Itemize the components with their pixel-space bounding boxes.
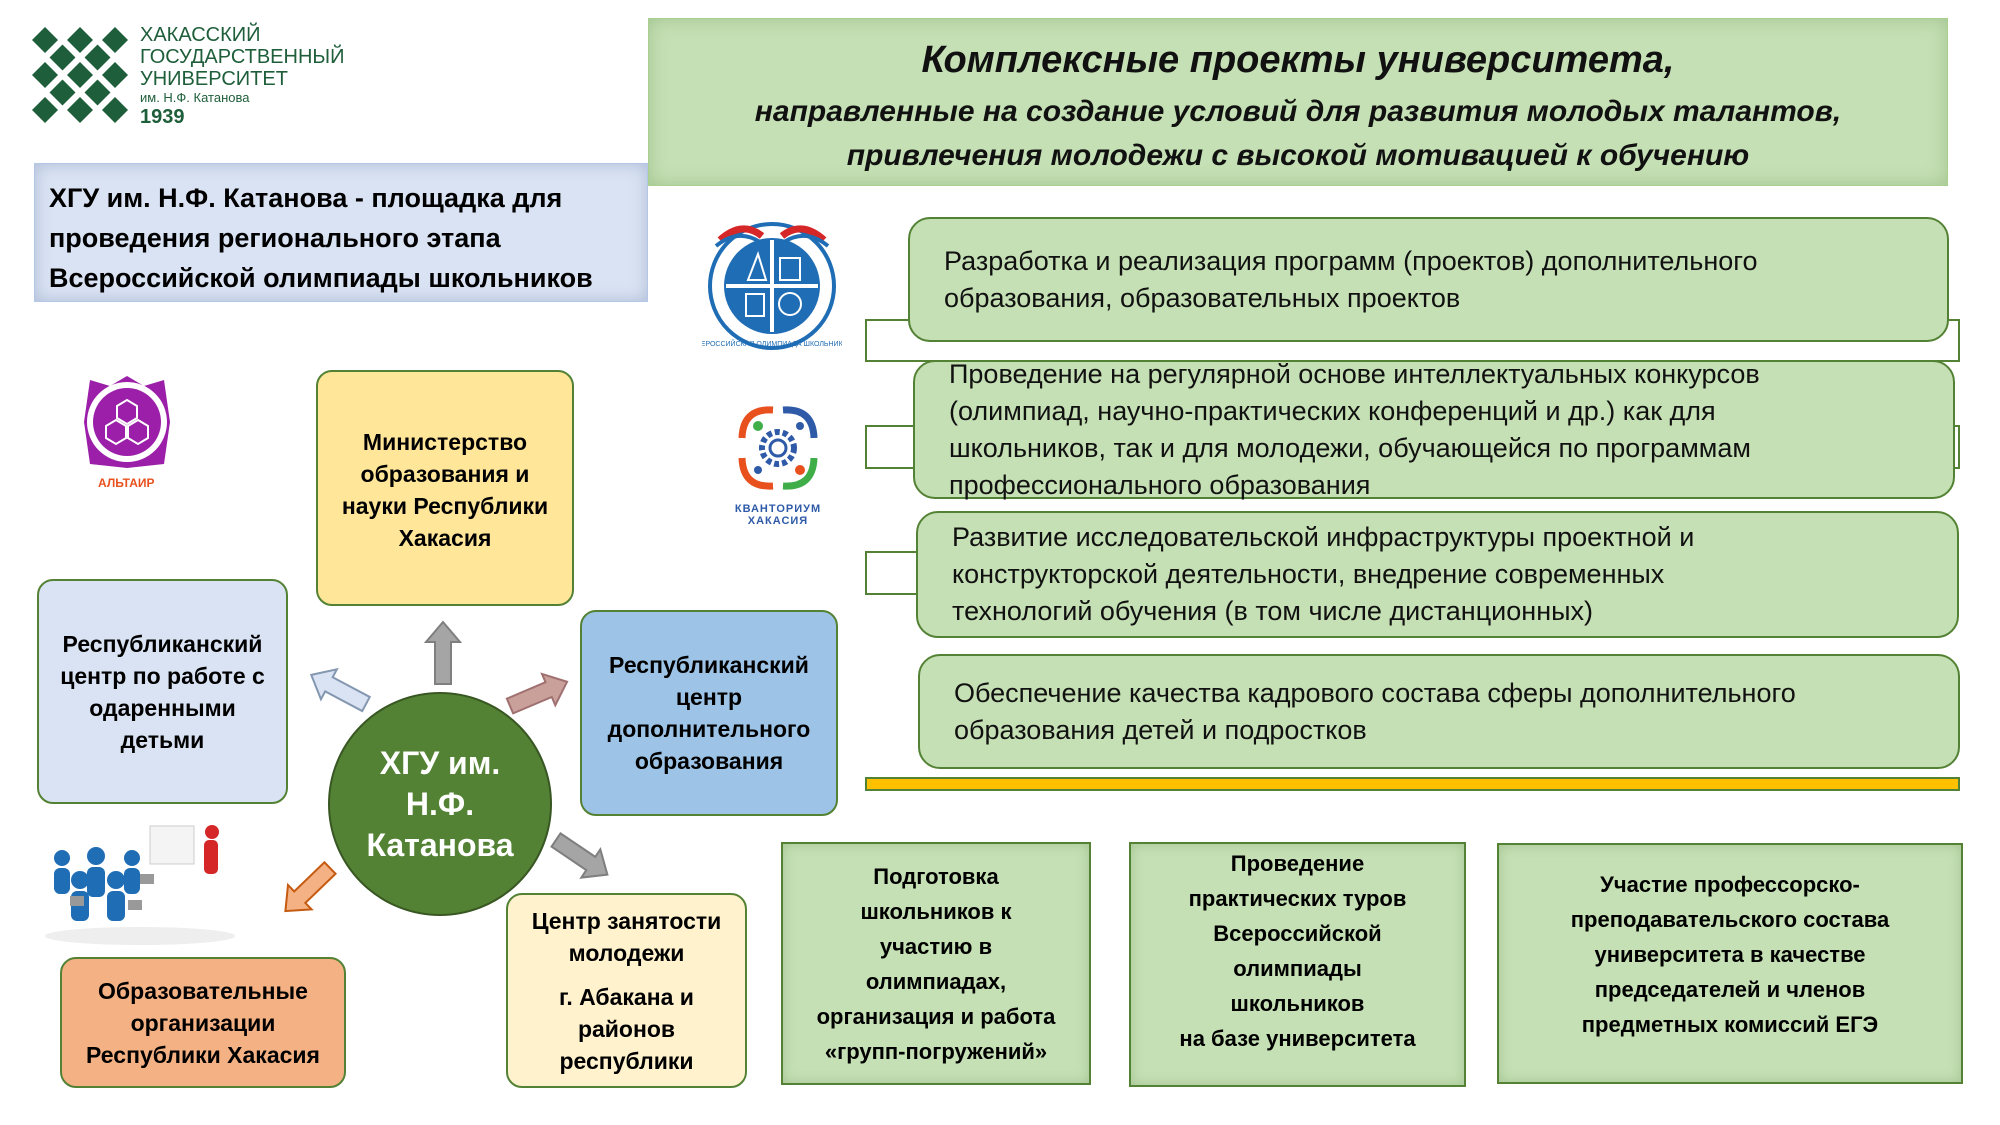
connector-bracket (865, 551, 925, 595)
project-text: образования, образовательных проектов (944, 282, 1461, 313)
olympiad-logo: ВСЕРОССИЙСКАЯ ОЛИМПИАДА ШКОЛЬНИКОВ (691, 210, 853, 352)
hub-text: Н.Ф. (405, 785, 475, 822)
additional-center-text: образования (634, 748, 784, 774)
project-text: Разработка и реализация программ (проект… (944, 245, 1758, 276)
arrow-up-icon (425, 621, 461, 685)
ministry-text: Хакасия (398, 525, 492, 551)
employment-center-text: республики (559, 1047, 694, 1074)
arrow-down-left-icon (272, 854, 343, 925)
gifted-center-text: одаренными (89, 694, 236, 721)
arrow-up-right-icon (502, 665, 575, 723)
title-subtitle: направленные на создание условий для раз… (649, 90, 1947, 178)
title-subtitle-line: привлечения молодежи с высокой мотивацие… (846, 139, 1750, 172)
project-text: технологий обучения (в том числе дистанц… (952, 596, 1593, 626)
project-item: Проведение на регулярной основе интеллек… (913, 359, 1955, 500)
project-item: Разработка и реализация программ (проект… (908, 217, 1949, 342)
activity-text: Участие профессорско- (1600, 872, 1860, 897)
edu-orgs-text: Республики Хакасия (86, 1041, 320, 1068)
kvantorium-emblem-icon (738, 406, 818, 490)
activity-text: Подготовка (873, 863, 999, 889)
employment-center-text: г. Абакана и (559, 983, 694, 1010)
project-text: профессионального образования (949, 469, 1371, 500)
altair-logo: АЛЬТАИР (70, 372, 185, 494)
project-text: школьников, так и для молодежи, обучающе… (949, 432, 1751, 463)
project-text: (олимпиад, научно-практических конференц… (949, 395, 1716, 426)
hub-text: Катанова (366, 826, 514, 863)
gifted-center-text: центр по работе с (60, 662, 265, 689)
ministry-text: науки Республики (341, 493, 549, 519)
activity-text: на базе университета (1179, 1026, 1416, 1051)
activity-text: олимпиадах, (865, 968, 1007, 994)
olympiad-emblem-icon: ВСЕРОССИЙСКАЯ ОЛИМПИАДА ШКОЛЬНИКОВ (691, 222, 853, 350)
activity-text: «групп-погружений» (824, 1038, 1048, 1064)
activity-text: преподавательского состава (1570, 907, 1890, 932)
title-main: Комплексные проекты университета, (921, 39, 1675, 81)
olympiad-site-box: ХГУ им. Н.Ф. Катанова - площадка для про… (34, 163, 648, 302)
altair-emblem-icon (84, 376, 170, 468)
edu-orgs-text: организации (130, 1009, 276, 1036)
employment-center-text: молодежи (568, 939, 685, 966)
additional-center-text: центр (675, 684, 743, 710)
project-text: Обеспечение качества кадрового состава с… (954, 677, 1796, 708)
additional-center-text: дополнительного (607, 716, 811, 742)
altair-label: АЛЬТАИР (98, 476, 155, 490)
title-subtitle-line: направленные на создание условий для раз… (754, 95, 1842, 128)
yellow-divider-bar (865, 777, 1960, 791)
diamond-grid-logo-icon (32, 27, 128, 123)
edu-orgs-text: Образовательные (98, 977, 308, 1004)
site-box-line: ХГУ им. Н.Ф. Катанова - площадка для (49, 183, 563, 213)
activity-text: предметных комиссий ЕГЭ (1581, 1012, 1879, 1037)
site-box-line: проведения регионального этапа (49, 223, 501, 253)
project-text: Развитие исследовательской инфраструктур… (952, 522, 1695, 552)
site-box-line: Всероссийской олимпиады школьников (49, 263, 593, 293)
activity-text: школьников к (860, 898, 1012, 924)
activity-text: Проведение (1230, 851, 1365, 876)
title-banner: Комплексные проекты университета, направ… (648, 18, 1948, 186)
logo-line: ХАКАССКИЙ (140, 24, 261, 46)
activity-text: организация и работа (816, 1003, 1056, 1029)
project-item: Развитие исследовательской инфраструктур… (916, 511, 1959, 638)
activity-text: олимпиады (1233, 956, 1362, 981)
project-text: конструкторской деятельности, внедрение … (952, 559, 1665, 589)
arrow-up-left-icon (302, 658, 375, 721)
activity-text: председателей и членов (1594, 977, 1866, 1002)
activity-text: школьников (1230, 991, 1365, 1016)
logo-year: 1939 (140, 106, 185, 128)
gifted-center-text: детьми (120, 726, 205, 753)
logo-line: ГОСУДАРСТВЕННЫЙ (140, 46, 345, 68)
employment-center-box: Центр занятости молодежи г. Абакана и район… (506, 893, 747, 1088)
logo-line: УНИВЕРСИТЕТ (140, 68, 288, 90)
logo-line: им. Н.Ф. Катанова (140, 90, 250, 105)
project-item: Обеспечение качества кадрового состава с… (918, 654, 1960, 769)
kvantorium-label: ХАКАСИЯ (747, 515, 809, 527)
employment-center-text: районов (577, 1015, 676, 1042)
ministry-box: Министерство образования и науки Республик… (316, 370, 574, 606)
ministry-text: образования и (360, 461, 530, 487)
activity-text: практических туров (1188, 886, 1407, 911)
activity-text: Всероссийской (1213, 921, 1382, 946)
ministry-text: Министерство (362, 429, 528, 455)
gifted-center-text: Республиканский (62, 630, 263, 657)
kvantorium-logo: КВАНТОРИУМ ХАКАСИЯ (722, 398, 834, 530)
arrow-down-right-icon (545, 824, 618, 890)
additional-education-center-box: Республиканский центр дополнительного образ… (580, 610, 838, 816)
activity-box: Участие профессорско-преподавательского … (1497, 843, 1963, 1084)
project-text: Проведение на регулярной основе интеллек… (949, 358, 1760, 389)
activity-box: Подготовка школьников к участию в олимпиада… (781, 842, 1091, 1085)
additional-center-text: Республиканский (609, 652, 809, 678)
kvantorium-label: КВАНТОРИУМ (734, 503, 822, 515)
university-hub-circle: ХГУ им. Н.Ф. Катанова (328, 692, 552, 916)
gifted-center-box: Республиканский центр по работе с одаренны… (37, 579, 288, 804)
classroom-illustration (45, 825, 235, 945)
olympiad-ring-text: ВСЕРОССИЙСКАЯ ОЛИМПИАДА ШКОЛЬНИКОВ (702, 339, 842, 348)
activity-text: участию в (879, 933, 993, 959)
activity-text: университета в качестве (1594, 942, 1866, 967)
employment-center-text: Центр занятости (531, 907, 722, 934)
project-text: образования детей и подростков (954, 714, 1367, 745)
university-logo: ХАКАССКИЙ ГОСУДАРСТВЕННЫЙ УНИВЕРСИТЕТ им… (28, 23, 368, 127)
hub-text: ХГУ им. (379, 744, 501, 781)
